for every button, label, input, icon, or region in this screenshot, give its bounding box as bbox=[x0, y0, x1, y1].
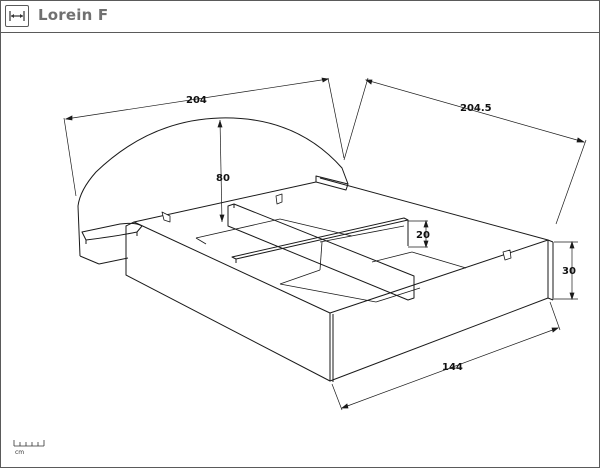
dimension-compartment-height: 20 bbox=[408, 219, 430, 249]
cross-divider bbox=[231, 217, 409, 263]
product-title: Lorein F bbox=[38, 6, 109, 24]
storage-compartments bbox=[195, 218, 467, 303]
width-arrows-icon bbox=[5, 5, 29, 27]
dimension-label-204-5: 204.5 bbox=[460, 103, 492, 114]
center-divider bbox=[227, 203, 415, 301]
dimension-headboard-width: 204 bbox=[63, 77, 345, 197]
lift-hinge-icon bbox=[161, 193, 512, 261]
scale-unit-label: cm bbox=[15, 449, 24, 456]
dimension-label-144: 144 bbox=[442, 362, 463, 373]
dimension-label-80: 80 bbox=[216, 173, 230, 184]
dimension-bed-width: 144 bbox=[331, 301, 561, 411]
dimension-headboard-height: 80 bbox=[216, 119, 230, 223]
dimension-label-204: 204 bbox=[186, 95, 207, 106]
dimension-label-30: 30 bbox=[562, 266, 576, 277]
ruler-icon: cm bbox=[13, 440, 45, 456]
dimension-frame-height: 30 bbox=[554, 240, 578, 301]
bed-frame bbox=[125, 175, 554, 382]
dimension-label-20: 20 bbox=[416, 230, 430, 241]
nightstand-shelf bbox=[81, 222, 143, 244]
title-bar: Lorein F bbox=[1, 1, 599, 33]
headboard bbox=[77, 117, 349, 265]
dimension-bed-length: 204.5 bbox=[343, 77, 587, 225]
